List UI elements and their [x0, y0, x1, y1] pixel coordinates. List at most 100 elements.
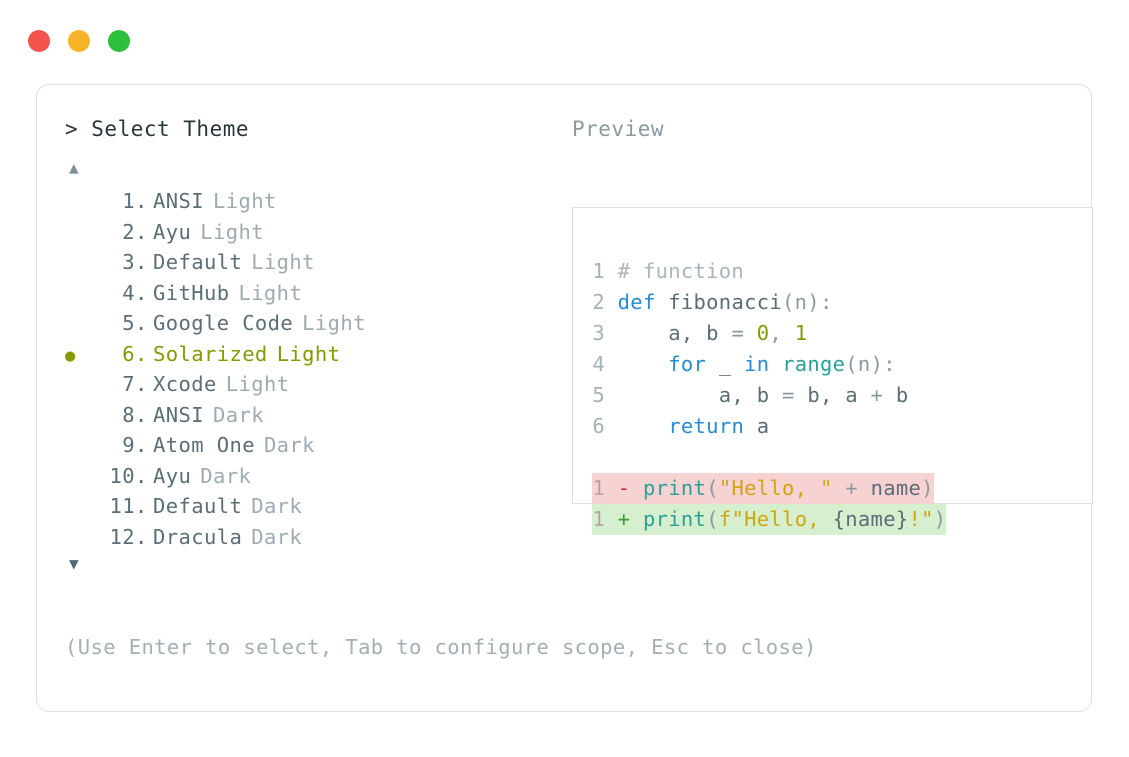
code-token: a, b: [617, 321, 732, 345]
theme-item-name: Atom One: [153, 433, 255, 457]
code-token: !": [908, 507, 934, 531]
code-token: 0: [756, 321, 770, 345]
theme-item-variant: Light: [212, 189, 277, 213]
minimize-icon[interactable]: [68, 30, 90, 52]
theme-item-dot: .: [135, 189, 148, 213]
theme-item-index: 11: [109, 494, 135, 518]
diff-sign: -: [617, 476, 631, 500]
theme-item-name: Xcode: [153, 372, 217, 396]
line-number: 5: [592, 383, 605, 407]
code-token: print: [642, 476, 707, 500]
code-token: ): [933, 507, 947, 531]
diff-removed-line: 1 - print("Hello, " + name): [592, 473, 934, 504]
code-line: 1 # function: [592, 256, 946, 287]
code-token: a, b: [617, 383, 783, 407]
scroll-down-icon[interactable]: ▼: [69, 554, 79, 573]
close-icon[interactable]: [28, 30, 50, 52]
code-token: [618, 352, 669, 376]
code-token: in: [744, 352, 770, 376]
theme-item-variant: Dark: [263, 433, 315, 457]
zoom-icon[interactable]: [108, 30, 130, 52]
page-title: > Select Theme: [65, 117, 250, 141]
diff-block: 1 - print("Hello, " + name)1 + print(f"H…: [592, 473, 947, 535]
code-token: (n):: [845, 352, 896, 376]
header-row: > Select Theme Preview: [65, 117, 1065, 151]
theme-item-dot: .: [135, 219, 148, 244]
theme-item-index: 6: [122, 341, 135, 366]
code-token: {name}: [832, 507, 909, 531]
code-token: (n):: [782, 290, 833, 314]
theme-item-name: Solarized: [153, 341, 268, 366]
theme-list-item[interactable]: 12.Dracula Dark: [65, 525, 555, 556]
code-line: 2 def fibonacci(n):: [592, 287, 946, 318]
code-token: def: [617, 290, 669, 314]
code-token: +: [870, 383, 896, 407]
theme-item-variant: Dark: [212, 402, 264, 427]
theme-item-variant: Light: [238, 280, 303, 305]
code-token: _: [706, 352, 745, 376]
theme-item-variant: Dark: [251, 524, 303, 549]
code-token: ,: [769, 321, 795, 345]
code-token: b: [895, 383, 909, 407]
code-token: [769, 352, 782, 376]
theme-item-dot: .: [135, 311, 148, 335]
theme-item-index: 3: [122, 250, 135, 274]
line-number: 1: [592, 259, 605, 283]
code-token: "Hello, ": [718, 476, 833, 500]
preview-heading: Preview: [572, 117, 665, 141]
theme-item-index: 12: [109, 524, 135, 549]
diff-added-line: 1 + print(f"Hello, {name}!"): [592, 504, 947, 535]
code-token: print: [642, 507, 707, 531]
theme-item-name: Dracula: [153, 524, 243, 549]
selected-bullet-icon: ●: [65, 345, 76, 366]
code-token: ): [921, 476, 934, 500]
theme-item-dot: .: [135, 372, 148, 396]
theme-item-index: 5: [122, 311, 135, 335]
theme-item-dot: .: [135, 341, 148, 366]
theme-item-variant: Dark: [200, 463, 252, 488]
line-number: 6: [592, 414, 605, 438]
theme-item-index: 1: [122, 189, 135, 213]
window-traffic-lights: [28, 30, 130, 52]
theme-list-item[interactable]: 1.ANSI Light: [65, 189, 555, 220]
code-token: =: [731, 321, 757, 345]
theme-item-dot: .: [135, 524, 148, 549]
code-token: (: [706, 476, 719, 500]
theme-item-index: 4: [122, 280, 135, 305]
theme-item-dot: .: [135, 402, 148, 427]
theme-item-variant: Light: [276, 341, 341, 366]
line-number: 4: [592, 352, 605, 376]
theme-item-dot: .: [135, 433, 148, 457]
scroll-up-icon[interactable]: ▲: [69, 158, 79, 177]
theme-item-dot: .: [135, 280, 148, 305]
code-token: =: [782, 383, 808, 407]
code-token: [618, 414, 669, 438]
diff-sign: +: [617, 507, 631, 531]
theme-item-variant: Light: [251, 250, 315, 274]
theme-item-name: ANSI: [153, 189, 204, 213]
theme-item-index: 10: [109, 463, 135, 488]
code-line: 5 a, b = b, a + b: [592, 380, 946, 411]
code-token: fibonacci: [668, 290, 783, 314]
theme-item-name: Ayu: [153, 219, 192, 244]
theme-item-dot: .: [135, 463, 148, 488]
code-token: name: [870, 476, 922, 500]
theme-list-item[interactable]: ● 6.Solarized Light: [65, 342, 555, 373]
code-token: (: [706, 507, 719, 531]
keyboard-hint: (Use Enter to select, Tab to configure s…: [65, 635, 817, 659]
code-token: return: [668, 414, 745, 438]
